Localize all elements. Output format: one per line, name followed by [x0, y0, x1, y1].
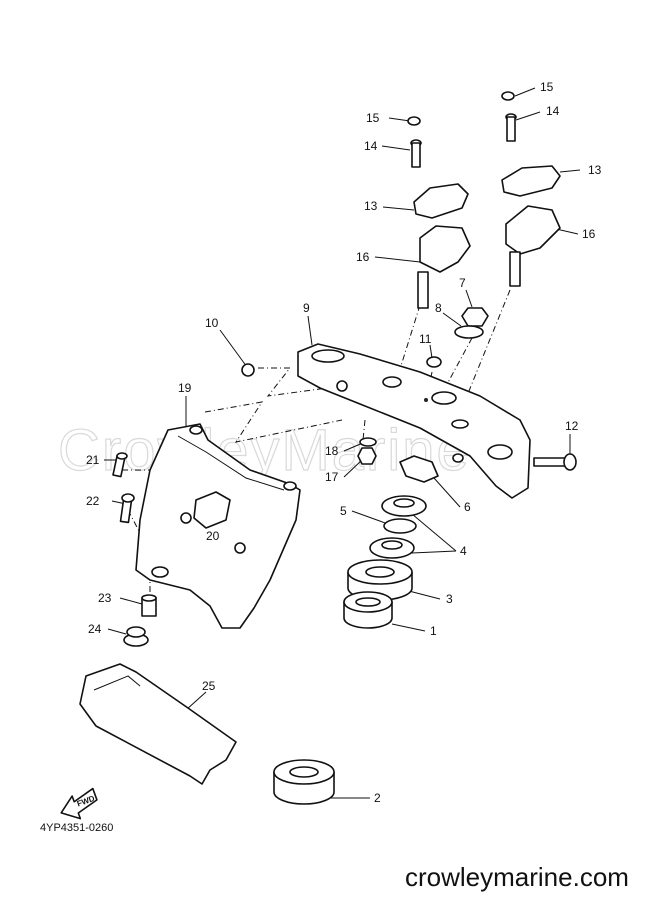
- washer-6: [399, 455, 439, 483]
- site-name[interactable]: crowleymarine.com: [405, 862, 629, 892]
- collar-18: [359, 437, 377, 447]
- callout-19: 19: [178, 381, 192, 395]
- bearing-1: [343, 591, 393, 629]
- washer-11: [426, 356, 442, 368]
- fwd-arrow-icon: FWD: [60, 787, 98, 820]
- callout-15: 15: [540, 80, 554, 94]
- callout-1: 1: [430, 624, 437, 638]
- knob-10: [241, 363, 255, 377]
- washer-5: [383, 518, 417, 534]
- callout-5: 5: [340, 504, 347, 518]
- nut-17: [357, 447, 377, 465]
- holder-16-left: [417, 225, 471, 309]
- holder-16-right: [505, 205, 561, 287]
- upper-bracket-9: [297, 343, 531, 499]
- callout-24: 24: [88, 622, 102, 636]
- clamp-13-left: [413, 183, 469, 219]
- callout-14: 14: [364, 139, 378, 153]
- bolt-21: [112, 452, 128, 478]
- cover-19: [135, 423, 301, 629]
- callout-17: 17: [325, 470, 339, 484]
- ring-nut-4-upper: [381, 495, 427, 517]
- cap-15-left: [407, 116, 421, 126]
- callout-14: 14: [546, 104, 560, 118]
- callout-11: 11: [419, 332, 432, 346]
- bolt-14-left: [410, 139, 422, 168]
- callout-23: 23: [98, 591, 112, 605]
- callout-25: 25: [202, 679, 216, 693]
- washer-8: [454, 325, 484, 339]
- callout-3: 3: [446, 592, 453, 606]
- bolt-12: [533, 453, 577, 471]
- seal-2: [273, 759, 335, 805]
- callout-15: 15: [366, 111, 380, 125]
- damper-24: [123, 626, 149, 647]
- callout-13: 13: [588, 163, 602, 177]
- callout-16: 16: [582, 227, 596, 241]
- bearing-3: [347, 559, 413, 601]
- callout-22: 22: [86, 494, 100, 508]
- diagram-reference-code: 4YP4351-0260: [40, 822, 114, 834]
- callout-18: 18: [325, 444, 339, 458]
- cap-15-right: [501, 91, 515, 101]
- watermark: CrowleyMarine: [58, 418, 471, 483]
- bolt-22: [119, 493, 135, 524]
- cover-25: [79, 663, 237, 785]
- callout-13: 13: [364, 199, 378, 213]
- bracket-20: [151, 491, 246, 578]
- callout-21: 21: [86, 453, 100, 467]
- collar-23: [141, 594, 157, 617]
- nut-7: [461, 307, 489, 327]
- ring-nut-4-lower: [369, 537, 415, 559]
- callout-16: 16: [356, 250, 370, 264]
- clamp-13-right: [501, 165, 561, 197]
- bolt-14-right: [505, 113, 517, 142]
- callout-8: 8: [435, 301, 442, 315]
- callout-20: 20: [206, 529, 220, 543]
- callout-2: 2: [374, 791, 381, 805]
- callout-labels: 15 15 14 14 13 13 16 16 7 8 9 10 11 12 1…: [86, 80, 602, 805]
- callout-10: 10: [205, 316, 219, 330]
- callout-12: 12: [565, 419, 579, 433]
- callout-7: 7: [459, 276, 466, 290]
- callout-9: 9: [303, 301, 310, 315]
- callout-4: 4: [460, 544, 467, 558]
- callout-6: 6: [464, 500, 471, 514]
